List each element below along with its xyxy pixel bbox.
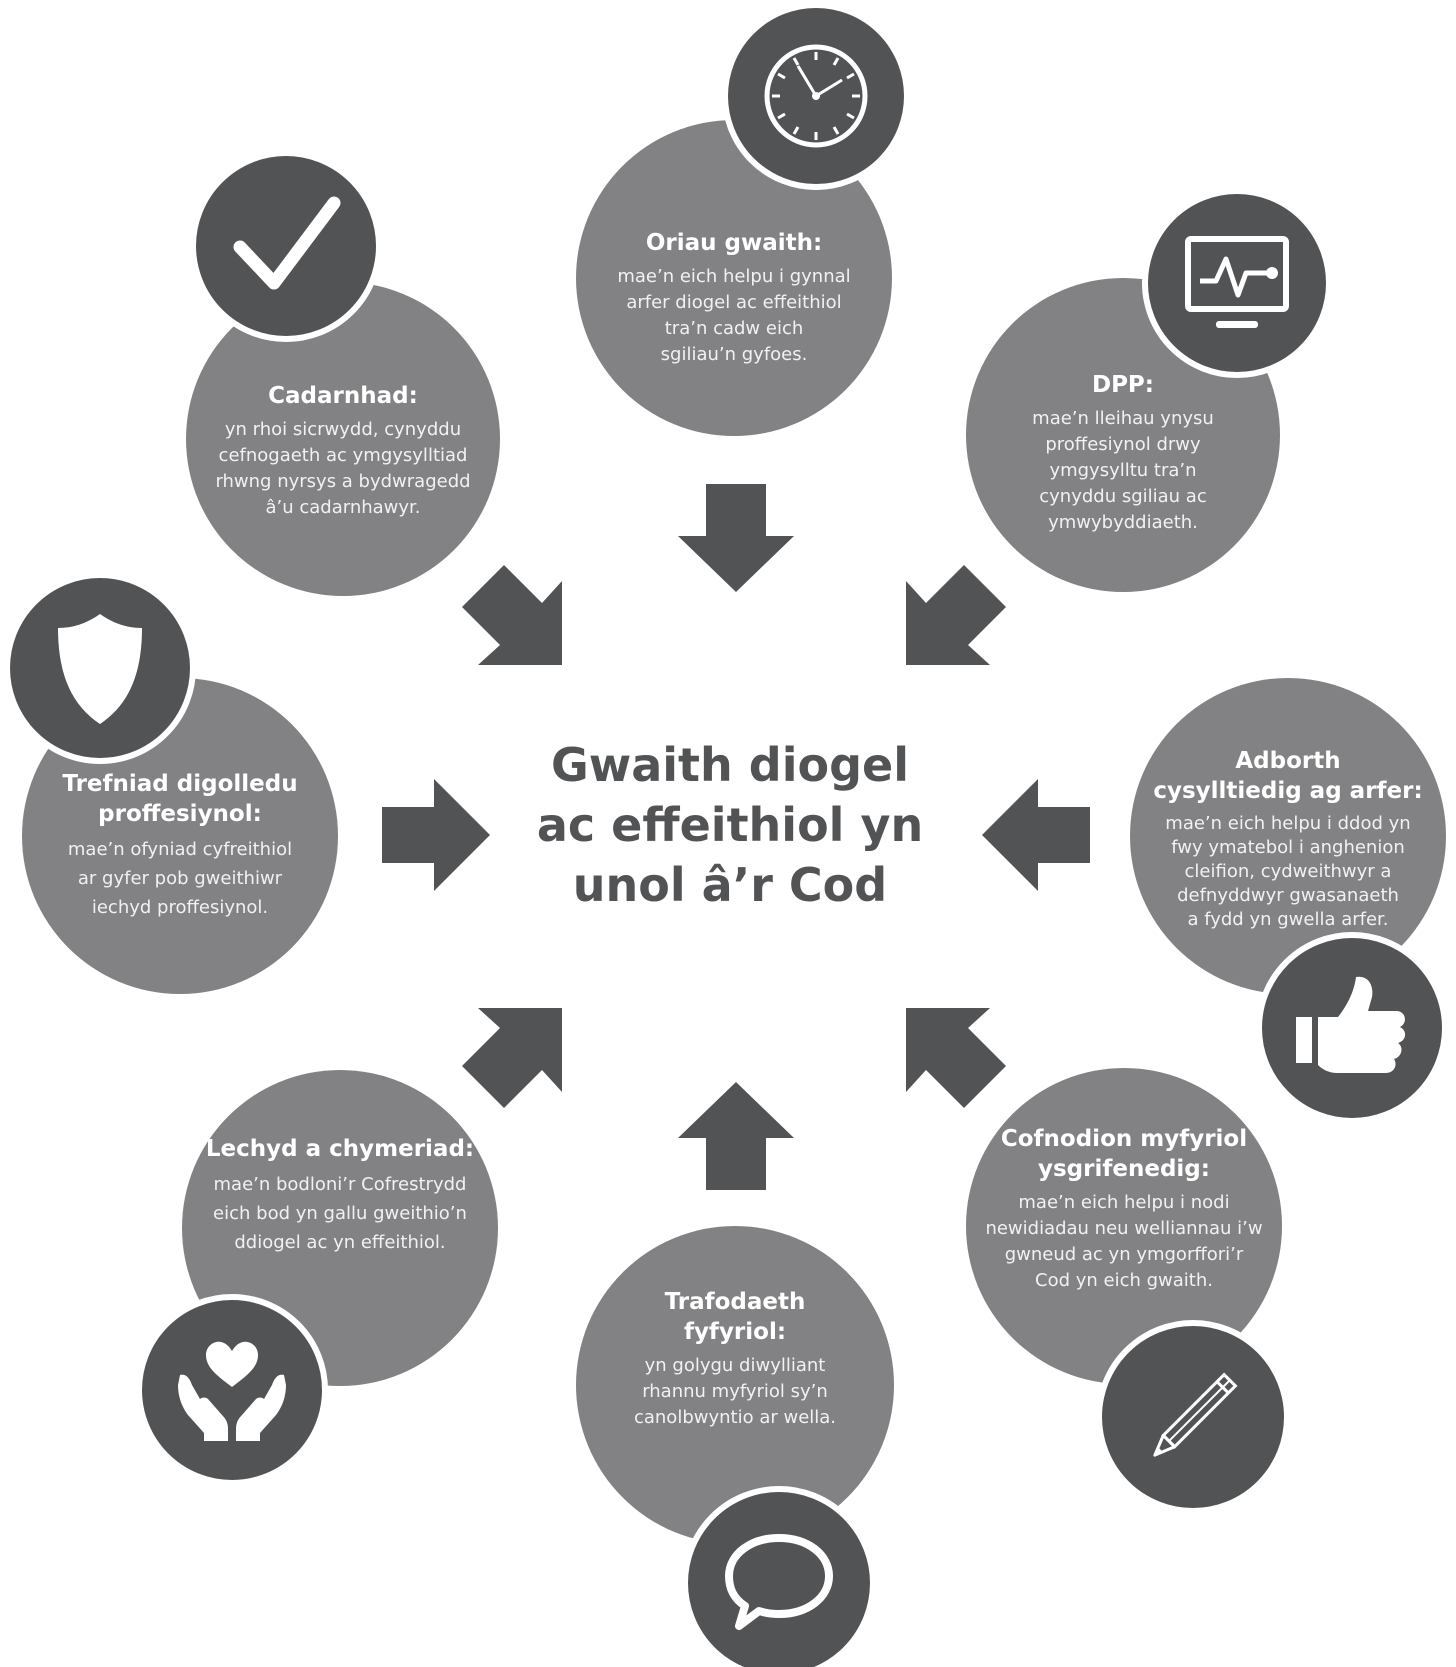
node-description-line: arfer diogel ac effeithiol [626, 292, 842, 313]
badge-checkmark [190, 150, 382, 342]
node-title: Trefniad digolledu proffesiynol: [62, 769, 297, 829]
clock-icon [764, 44, 868, 148]
node-title: Trafodaeth fyfyriol: [665, 1287, 806, 1347]
node-description-line: gwneud ac yn ymgorffori’r [1004, 1244, 1244, 1265]
thumbs-up-icon [1296, 976, 1406, 1073]
node-description: mae’n ofyniad cyfreithiol ar gyfer pob g… [68, 835, 292, 922]
node-description-line: fwy ymatebol i anghenion [1171, 837, 1405, 858]
node-description: mae’n bodloni’r Cofrestrydd eich bod yn … [213, 1170, 467, 1257]
monitor-icon [1185, 236, 1289, 328]
node-title-line: Trafodaeth [664, 1289, 806, 1315]
badge-heart-hands [136, 1294, 328, 1486]
node-description-line: cleifion, cydweithwyr a [1184, 861, 1392, 882]
checkmark-icon [233, 196, 341, 290]
badge-pencil [1096, 1320, 1290, 1514]
node-description: mae’n lleihau ynysu proffesiynol drwy ym… [1032, 406, 1214, 536]
node-description-line: â’u cadarnhawyr. [265, 497, 421, 518]
arrow-up [678, 1082, 794, 1190]
arrow-down [678, 484, 794, 592]
heart-hands-icon [178, 1341, 286, 1441]
badge-clock [722, 2, 910, 190]
node-description-line: rhannu myfyriol sy’n [642, 1381, 828, 1402]
node-description: yn rhoi sicrwydd, cynyddu cefnogaeth ac … [215, 417, 470, 521]
speech-bubble-icon [725, 1534, 833, 1630]
node-description-line: ddiogel ac yn effeithiol. [234, 1231, 446, 1253]
node-description-line: ymgysylltu tra’n [1049, 460, 1197, 481]
node-description-line: ar gyfer pob gweithiwr [77, 867, 283, 889]
node-lechyd-chymeriad: Lechyd a chymeriad: mae’n bodloni’r Cofr… [182, 1070, 498, 1386]
arrow-up-right [462, 1008, 562, 1108]
node-description-line: mae’n lleihau ynysu [1032, 408, 1214, 429]
node-description-line: yn golygu diwylliant [644, 1355, 826, 1376]
node-title: Lechyd a chymeriad: [205, 1135, 475, 1162]
center-title-line: ac effeithiol yn [536, 798, 924, 852]
node-cadarnhad: Cadarnhad: yn rhoi sicrwydd, cynyddu cef… [186, 282, 500, 596]
node-description-line: mae’n ofyniad cyfreithiol [67, 838, 293, 860]
node-title-line: Cofnodion myfyriol [1000, 1126, 1248, 1152]
badge-shield [4, 572, 196, 764]
node-description-line: ymwybyddiaeth. [1048, 512, 1198, 533]
node-description-line: newidiadau neu welliannau i’w [985, 1218, 1263, 1239]
center-title-line: Gwaith diogel [550, 738, 909, 792]
node-description-line: eich bod yn gallu gweithio’n [213, 1202, 467, 1224]
node-description-line: yn rhoi sicrwydd, cynyddu [224, 419, 462, 440]
node-description-line: rhwng nyrsys a bydwragedd [215, 471, 471, 492]
node-title-line: proffesiynol: [98, 800, 262, 827]
node-description-line: proffesiynol drwy [1045, 434, 1201, 455]
node-title: DPP: [1091, 372, 1154, 398]
node-title-line: Trefniad digolledu [62, 770, 298, 797]
node-description: yn golygu diwylliant rhannu myfyriol sy’… [634, 1353, 836, 1431]
node-description: mae’n eich helpu i ddod yn fwy ymatebol … [1165, 812, 1410, 932]
node-title-line: Adborth [1235, 748, 1341, 774]
badge-monitor [1142, 188, 1332, 378]
node-title: Cofnodion myfyriol ysgrifenedig: [1001, 1124, 1247, 1184]
badge-thumbs-up [1256, 932, 1448, 1124]
node-description-line: tra’n cadw eich [664, 318, 804, 339]
node-description: mae’n eich helpu i gynnal arfer diogel a… [617, 264, 850, 368]
shield-icon [58, 614, 142, 724]
arrow-left [982, 779, 1090, 891]
arrow-up-left [906, 1008, 1006, 1108]
arrow-down-left [906, 565, 1006, 665]
node-description-line: defnyddwyr gwasanaeth [1177, 885, 1399, 906]
center-title: Gwaith diogel ac effeithiol yn unol â’r … [498, 735, 962, 915]
node-description-line: sgiliau’n gyfoes. [660, 344, 808, 365]
center-title-line: unol â’r Cod [572, 858, 888, 912]
node-description: mae’n eich helpu i nodi newidiadau neu w… [985, 1190, 1262, 1294]
arrow-right [382, 779, 490, 891]
node-description-line: mae’n eich helpu i gynnal [617, 266, 851, 287]
node-title-line: ysgrifenedig: [1038, 1156, 1210, 1182]
node-description-line: Cod yn eich gwaith. [1035, 1270, 1213, 1291]
node-description-line: a fydd yn gwella arfer. [1187, 909, 1389, 930]
node-title-line: cysylltiedig ag arfer: [1153, 778, 1423, 804]
node-description-line: mae’n eich helpu i ddod yn [1165, 813, 1411, 834]
node-description-line: cynyddu sgiliau ac [1039, 486, 1207, 507]
badge-speech-bubble [682, 1486, 876, 1667]
node-title: Cadarnhad: [268, 383, 418, 409]
node-description-line: mae’n eich helpu i nodi [1018, 1192, 1230, 1213]
node-title: Adborth cysylltiedig ag arfer: [1153, 746, 1422, 806]
arrow-down-right [462, 565, 562, 665]
node-description-line: cefnogaeth ac ymgysylltiad [218, 445, 468, 466]
node-description-line: iechyd proffesiynol. [91, 896, 269, 918]
node-trafodaeth-fyfyriol: Trafodaeth fyfyriol: yn golygu diwyllian… [576, 1226, 894, 1544]
node-title: Oriau gwaith: [645, 230, 823, 256]
pencil-icon [1153, 1372, 1238, 1457]
node-title-line: fyfyriol: [683, 1319, 787, 1345]
node-description-line: mae’n bodloni’r Cofrestrydd [213, 1173, 467, 1195]
node-description-line: canolbwyntio ar wella. [633, 1407, 837, 1428]
